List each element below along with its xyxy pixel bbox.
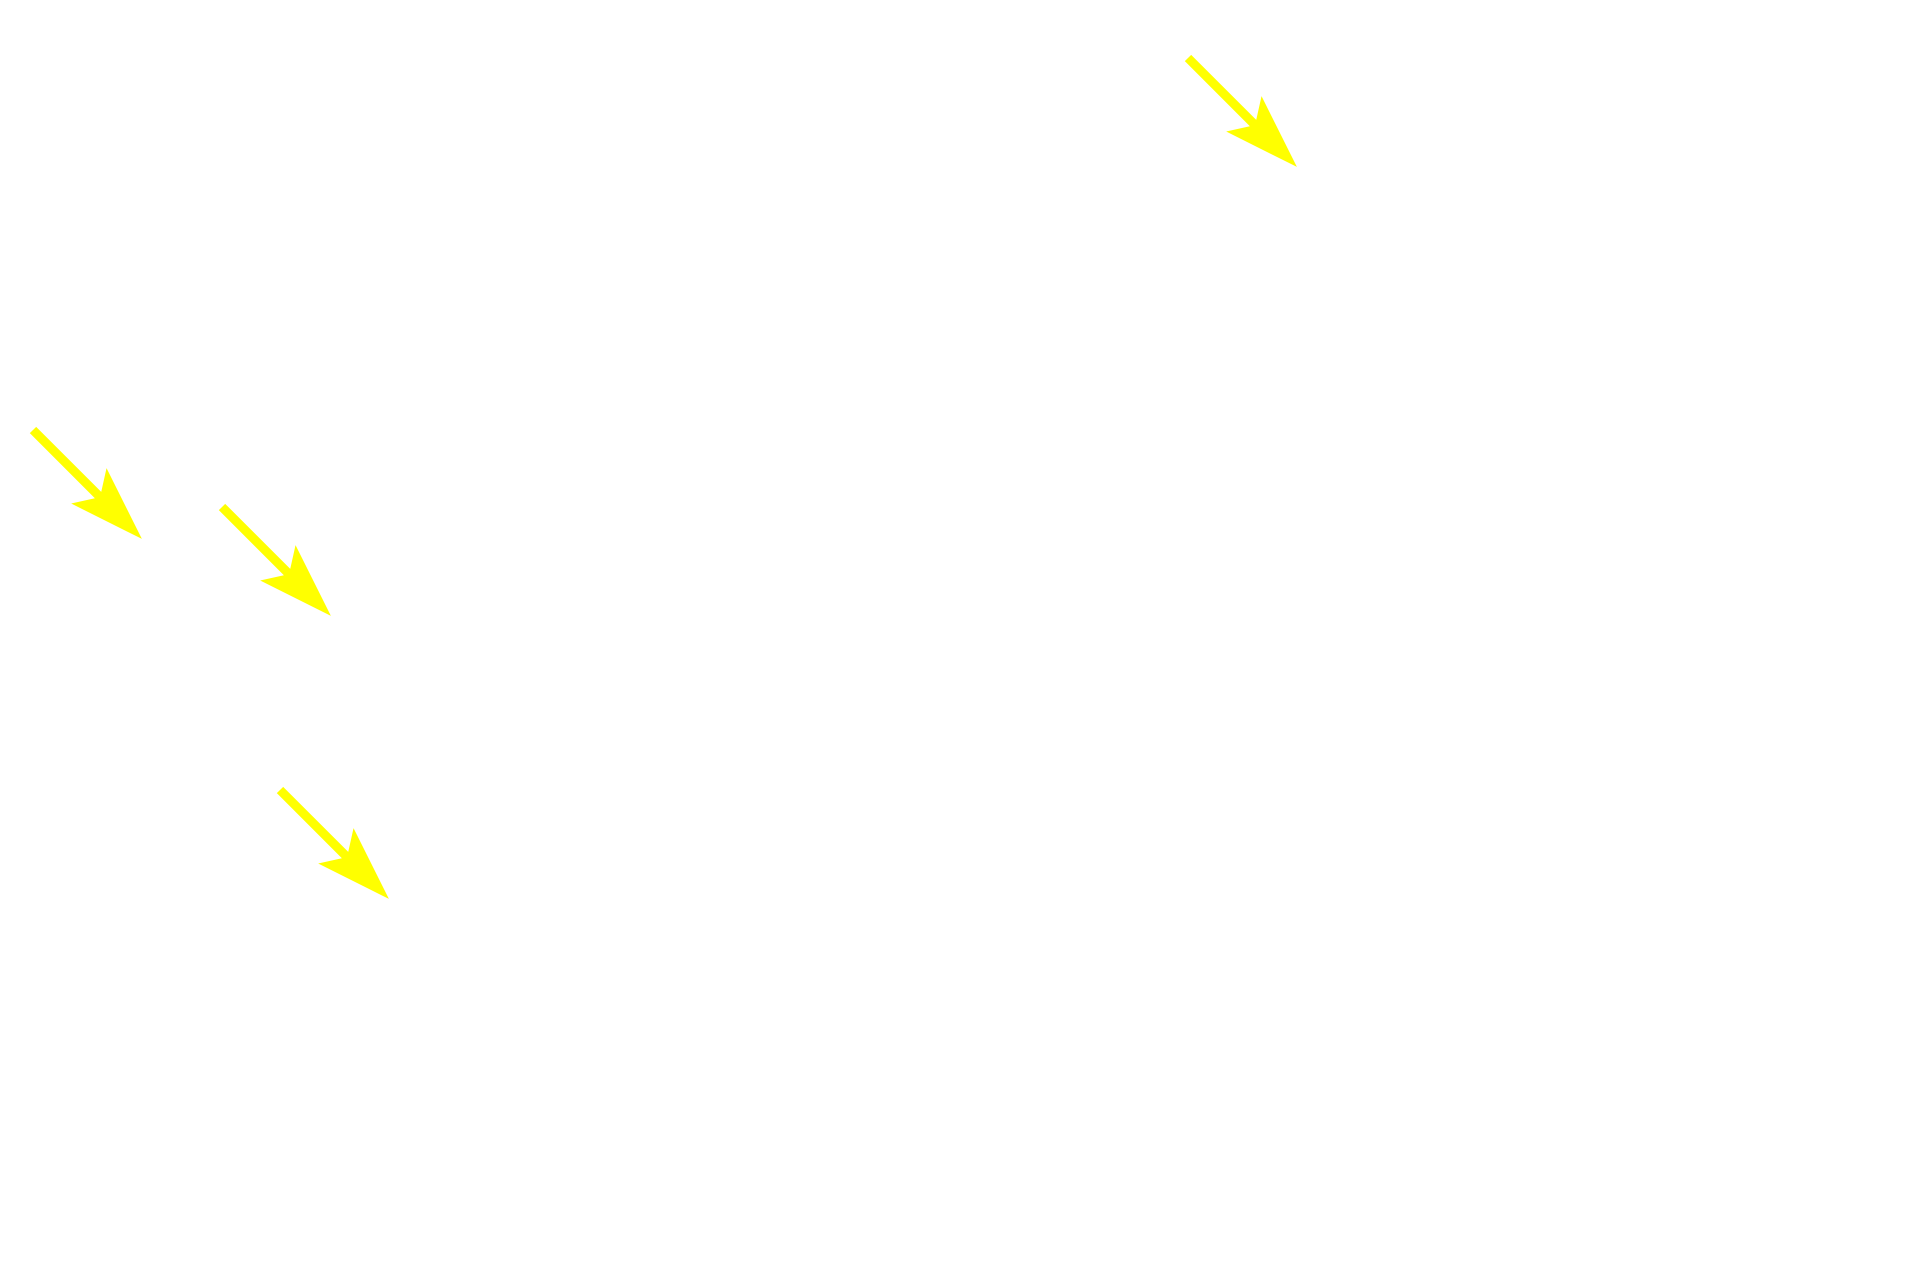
arrow-down-right-icon (1184, 54, 1297, 167)
arrow-down-right-icon (218, 503, 331, 616)
arrow-down-right-icon (276, 786, 389, 899)
arrow-down-right-icon (29, 426, 142, 539)
arrow-shape (1184, 54, 1297, 167)
arrow-shape (276, 786, 389, 899)
arrow-shape (218, 503, 331, 616)
arrow-shape (29, 426, 142, 539)
